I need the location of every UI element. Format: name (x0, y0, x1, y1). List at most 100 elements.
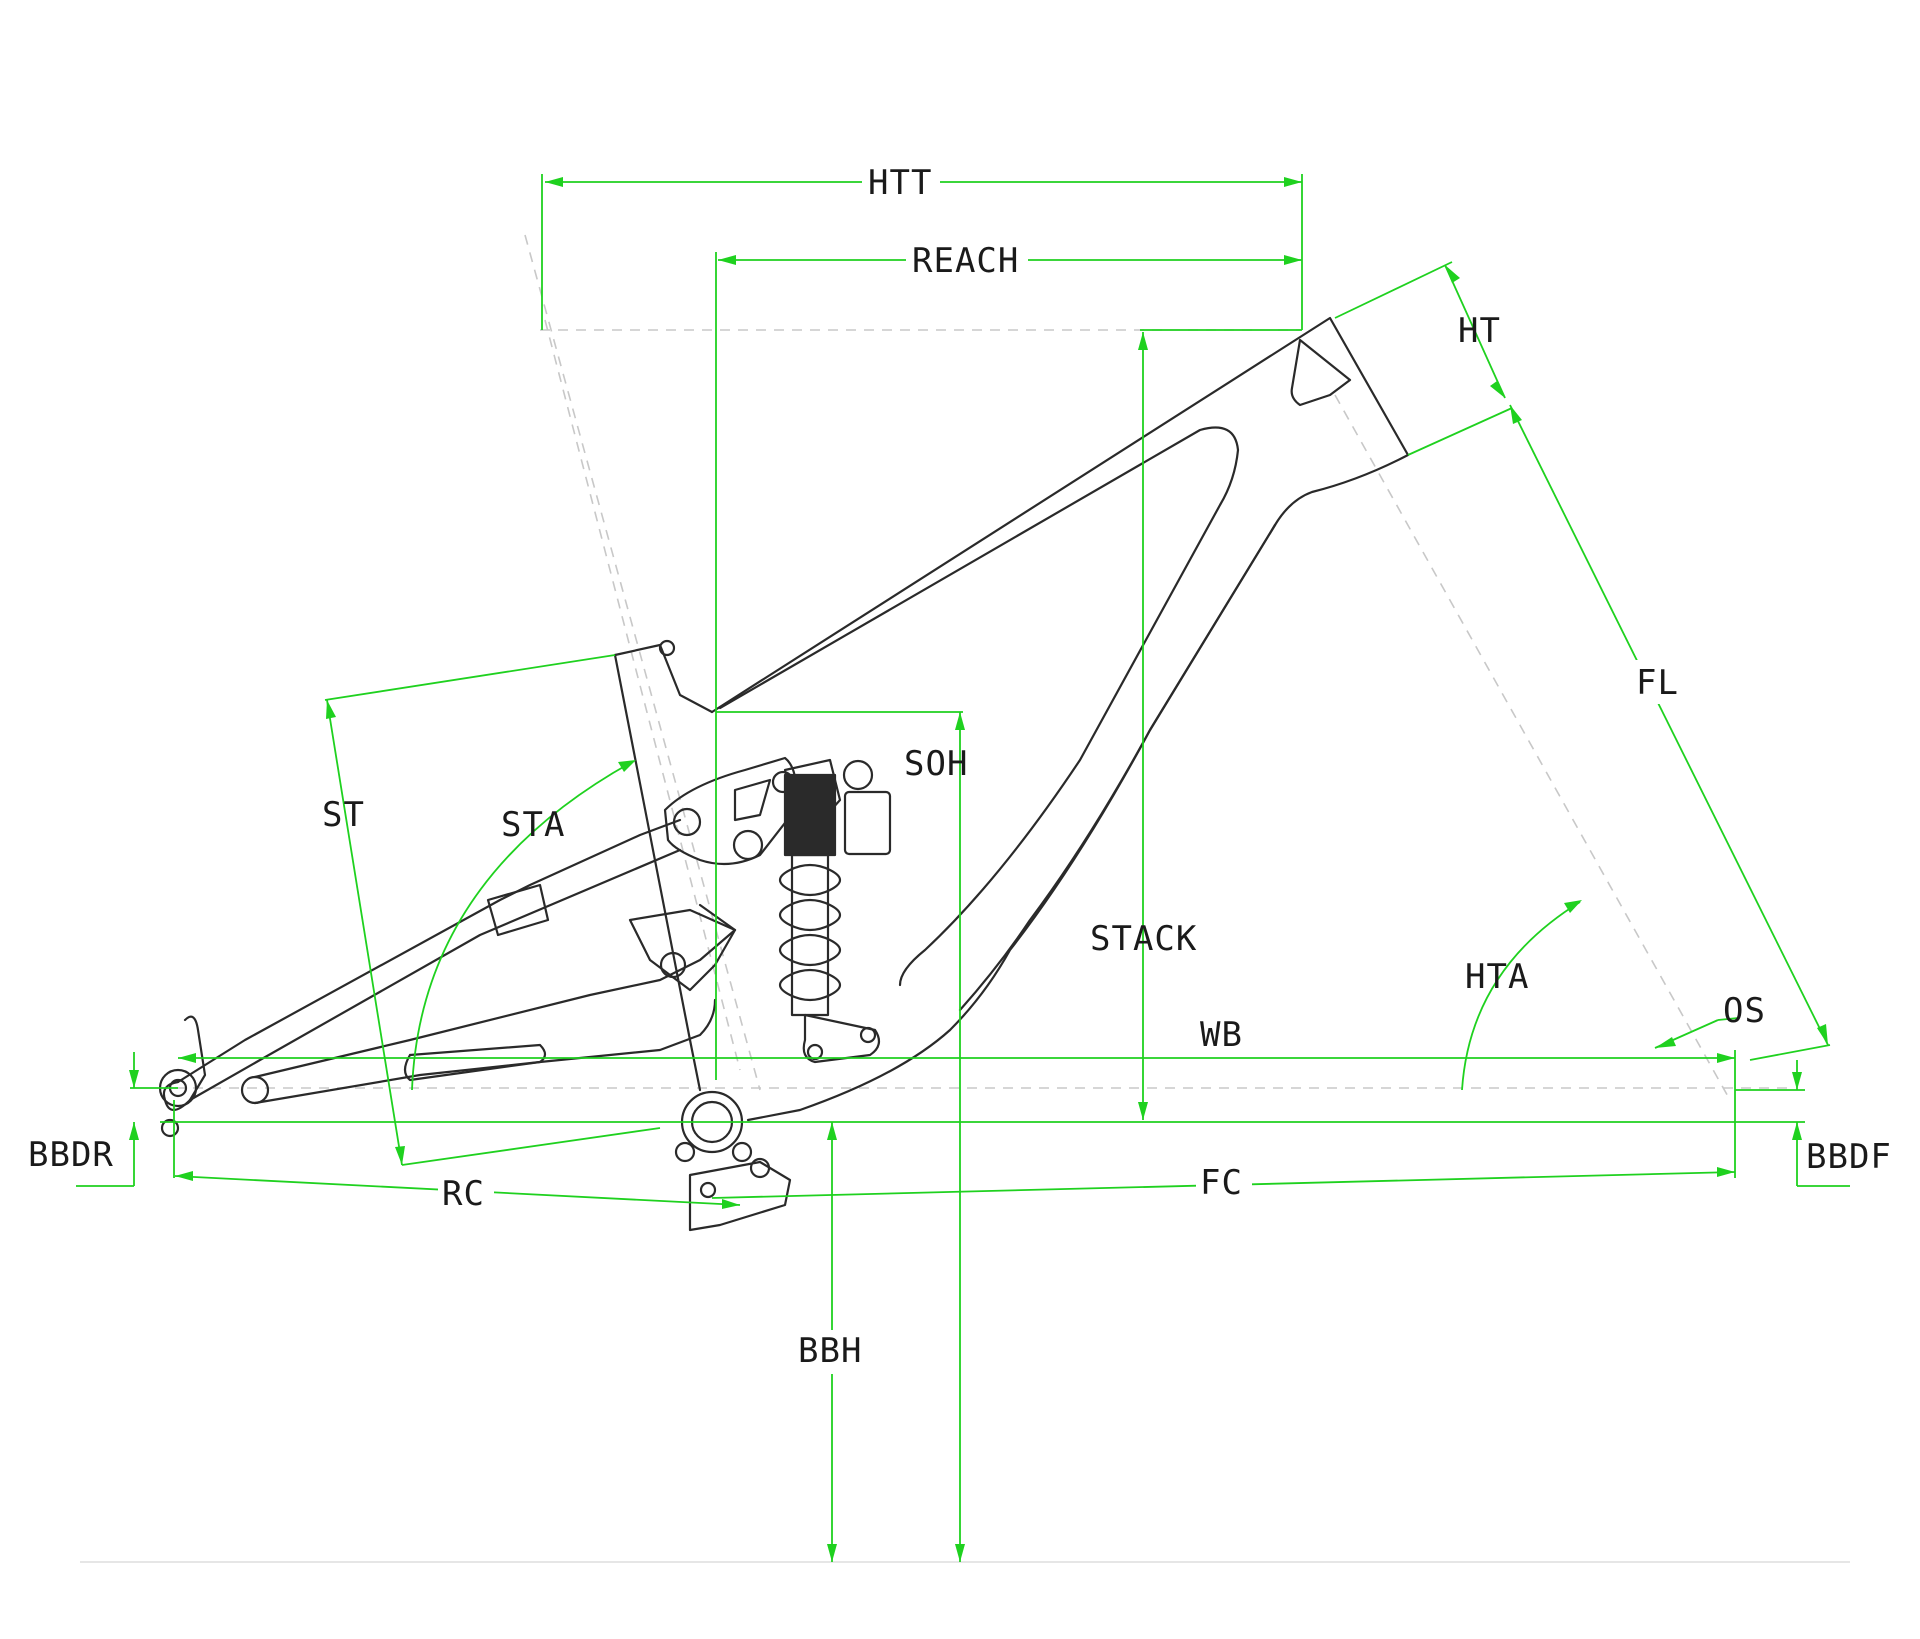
shock-reservoir (843, 790, 892, 856)
sta-arc (411, 761, 633, 1091)
hta-label: HTA (1465, 957, 1529, 997)
fl-label: FL (1636, 663, 1679, 703)
chainstay-pivot (240, 1075, 270, 1105)
st-ext-top (324, 654, 616, 701)
st-label: ST (322, 795, 365, 835)
wb-arrow-left (178, 1053, 196, 1063)
rocker-pivot-1 (672, 807, 702, 837)
bbdr-label: BBDR (28, 1135, 114, 1175)
htt-label: HTT (868, 163, 932, 203)
seat-stay-detail (486, 883, 550, 937)
wb-label: WB (1200, 1015, 1243, 1055)
rocker-pivot-2 (732, 829, 764, 861)
front-triangle-window (718, 426, 1240, 987)
chain-stay-detail (403, 1043, 547, 1082)
chain-guide-bolt (699, 1181, 717, 1199)
sta-arrow (618, 760, 636, 772)
st-arrow-bottom (395, 1146, 405, 1165)
os-leader (1717, 1017, 1739, 1021)
fc-label: FC (1200, 1163, 1243, 1203)
bbdr-arrow-top (129, 1070, 139, 1088)
bbh-label: BBH (798, 1331, 862, 1371)
steering-axis (1334, 394, 1731, 1101)
st-ext-bottom (401, 1127, 661, 1166)
fl-line (1509, 404, 1829, 1046)
chain-guide (688, 1160, 792, 1232)
seat-tube-front (613, 653, 702, 1092)
rocker-cutout (733, 778, 772, 822)
dimension-labels: HTT REACH HT FL SOH ST STA STACK HTA OS … (28, 160, 1892, 1374)
rc-label: RC (442, 1174, 485, 1214)
st-arrow-top (326, 700, 336, 719)
htt-label-bg (862, 160, 940, 204)
derailleur-hanger (160, 1118, 180, 1138)
fc-label-bg (1196, 1164, 1252, 1204)
bbdf-arrow-top (1792, 1072, 1802, 1090)
rc-label-bg (438, 1175, 494, 1215)
fl-arrow-top (1510, 405, 1522, 424)
htt-arrow-left (545, 177, 563, 187)
soh-arrow-bottom (955, 1544, 965, 1562)
reach-arrow-right (1284, 255, 1302, 265)
seat-tube (613, 643, 714, 714)
fl-ext-bottom (1749, 1044, 1831, 1061)
seat-tube-extension (524, 234, 761, 1091)
seat-stay-upper (176, 818, 682, 1084)
seat-angle-ref (544, 319, 741, 1071)
hta-arrow (1564, 900, 1582, 913)
wb-arrow-right (1717, 1053, 1735, 1063)
yoke-pivot (659, 951, 687, 979)
rc-arrow-right (722, 1199, 740, 1209)
htt-arrow-right (1284, 177, 1302, 187)
shock-spring (783, 773, 837, 857)
stack-label: STACK (1090, 919, 1197, 959)
chain-stay-upper (253, 903, 737, 1079)
bb-pivot-2 (731, 1141, 753, 1163)
soh-label: SOH (904, 744, 968, 784)
stack-arrow-bottom (1138, 1102, 1148, 1120)
bbh-arrow-top (827, 1122, 837, 1140)
bbh-arrow-bottom (827, 1544, 837, 1562)
seat-collar (658, 639, 676, 657)
reach-arrow-left (718, 255, 736, 265)
bbdf-arrow-bottom (1792, 1122, 1802, 1140)
os-arrow (1655, 1037, 1676, 1048)
reach-label-bg (906, 238, 1028, 282)
ht-arrow-top (1445, 265, 1460, 283)
bb-pivot-1 (674, 1141, 696, 1163)
frame-drawing (158, 316, 1410, 1232)
dimension-lines (76, 174, 1850, 1562)
rc-arrow-left (175, 1171, 193, 1181)
shock-top-eye (842, 759, 874, 791)
fl-arrow-bottom (1817, 1024, 1828, 1045)
soh-arrow-top (955, 712, 965, 730)
head-tube-detail (1290, 338, 1352, 407)
bbh-label-bg (796, 1330, 868, 1374)
hta-arc (1461, 901, 1581, 1091)
seat-stay-lower (188, 848, 682, 1102)
ht-line (1444, 264, 1506, 399)
front-triangle-outline (710, 316, 1410, 1122)
ht-ext-top (1334, 261, 1453, 319)
down-tube-lower (958, 523, 1277, 1012)
st-line (326, 699, 403, 1166)
wb-label-bg (1196, 1020, 1252, 1056)
ht-label: HT (1458, 311, 1501, 351)
ht-arrow-bottom (1490, 381, 1505, 398)
sta-label: STA (501, 805, 565, 845)
shock-lower-mount (802, 1013, 881, 1064)
shock-lower-eye-2 (859, 1026, 877, 1044)
shock-coil (778, 863, 842, 1002)
reach-label: REACH (912, 241, 1019, 281)
bbdr-arrow-bottom (129, 1122, 139, 1140)
shock-lower-eye-1 (806, 1043, 824, 1061)
stack-arrow-top (1138, 332, 1148, 350)
bbdf-label: BBDF (1806, 1137, 1892, 1177)
os-label: OS (1723, 991, 1766, 1031)
fl-label-bg (1632, 660, 1682, 704)
chainstay-yoke (628, 908, 737, 992)
ht-ext-bottom (1407, 407, 1513, 456)
fc-arrow-right (1717, 1167, 1735, 1177)
